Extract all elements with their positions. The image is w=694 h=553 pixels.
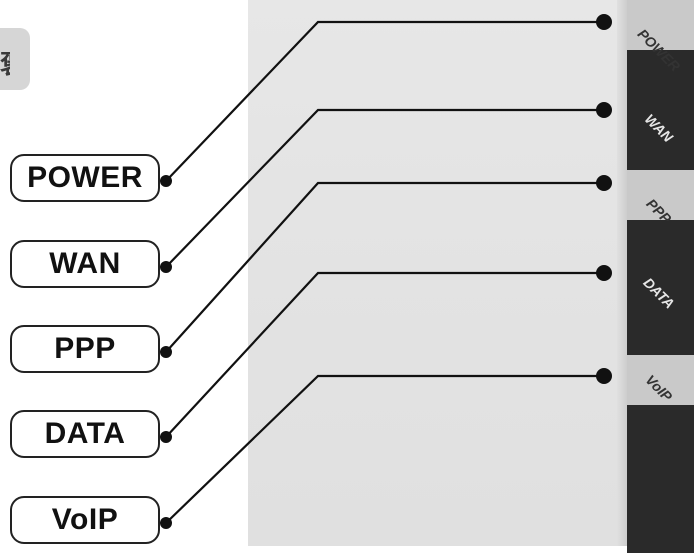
callout-dot-power-start xyxy=(160,175,172,187)
label-data: DATA xyxy=(10,410,160,458)
device-edge xyxy=(617,0,630,546)
label-wan: WAN xyxy=(10,240,160,288)
panel-stripe-voip xyxy=(627,355,694,405)
callout-dot-ppp-start xyxy=(160,346,172,358)
panel-stripe-ppp xyxy=(627,170,694,220)
device-led-panel xyxy=(627,0,694,553)
side-tab: 褒 xyxy=(0,28,30,90)
label-voip: VoIP xyxy=(10,496,160,544)
label-ppp: PPP xyxy=(10,325,160,373)
panel-stripe-power xyxy=(627,0,694,50)
device-front-face xyxy=(248,0,630,546)
side-tab-text: 褒 xyxy=(0,44,10,81)
callout-dot-voip-start xyxy=(160,517,172,529)
callout-dot-data-start xyxy=(160,431,172,443)
callout-dot-wan-start xyxy=(160,261,172,273)
label-power: POWER xyxy=(10,154,160,202)
